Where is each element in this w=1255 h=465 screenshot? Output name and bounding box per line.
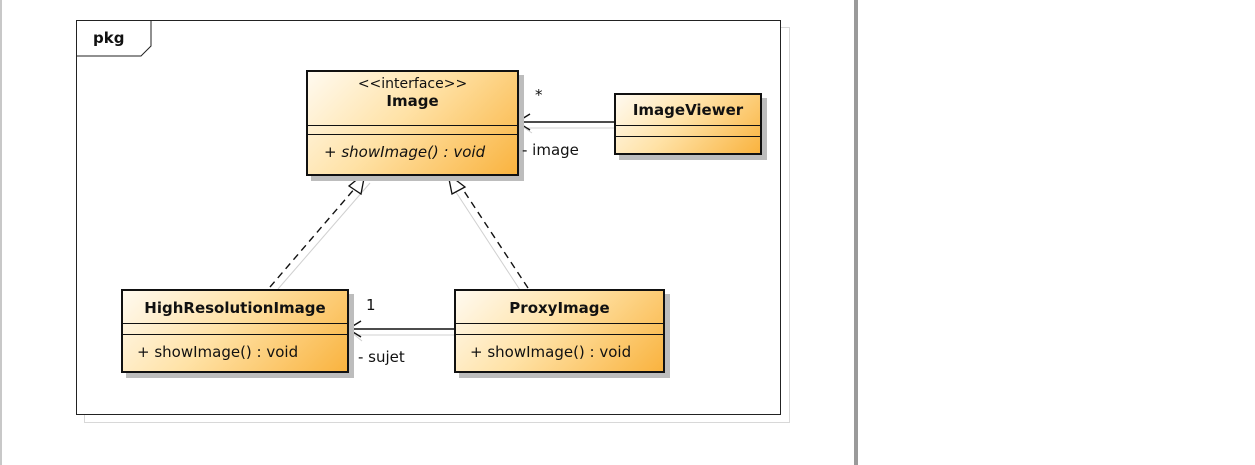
package-label: pkg [93,29,125,47]
image-class-name: Image [386,92,439,110]
package-tab [76,20,152,57]
pane-divider[interactable] [854,0,858,465]
image-viewer-class-name: ImageViewer [632,101,744,119]
class-high-resolution-image[interactable]: HighResolutionImage + showImage() : void [121,289,349,373]
viewer-role: - image [522,141,579,159]
realization-arrowhead-right [447,172,467,195]
proxy-operation: + showImage() : void [456,334,663,369]
proxy-class-name: ProxyImage [509,299,610,317]
class-proxy-image[interactable]: ProxyImage + showImage() : void [454,289,665,373]
class-image-viewer[interactable]: ImageViewer [614,93,762,155]
class-image[interactable]: <<interface>> Image + showImage() : void [306,70,519,176]
left-window-edge [0,0,2,465]
viewer-multiplicity: * [535,86,543,104]
realization-arrowhead-left [347,171,366,196]
image-stereotype: <<interface>> [357,76,468,92]
realization-proxy-to-image [457,181,529,289]
image-operation: + showImage() : void [308,134,517,170]
proxy-multiplicity: 1 [366,296,376,314]
high-res-class-name: HighResolutionImage [144,299,326,317]
proxy-role: - sujet [358,348,405,366]
realization-high-res-to-image [269,179,363,288]
high-res-operation: + showImage() : void [123,334,347,369]
